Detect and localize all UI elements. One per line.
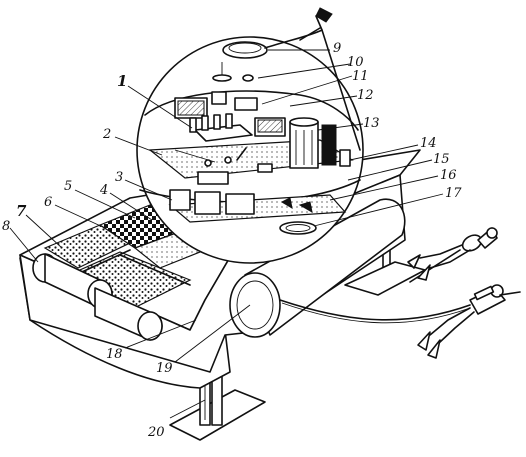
callout-7: 7 bbox=[16, 202, 27, 220]
callout-4: 4 bbox=[99, 183, 108, 198]
callout-12: 12 bbox=[357, 88, 374, 103]
callout-20: 20 bbox=[147, 425, 165, 440]
habitat-sphere bbox=[136, 7, 364, 264]
callout-1: 1 bbox=[117, 72, 127, 90]
callout-labels: 1 2 3 4 5 6 7 8 9 10 11 12 13 14 15 16 1… bbox=[2, 41, 462, 440]
callout-8: 8 bbox=[2, 219, 10, 234]
callout-5: 5 bbox=[64, 179, 72, 194]
callout-16: 16 bbox=[440, 168, 457, 183]
callout-11: 11 bbox=[352, 69, 369, 84]
callout-19: 19 bbox=[156, 361, 173, 376]
diver-lower bbox=[417, 284, 521, 359]
callout-18: 18 bbox=[106, 347, 123, 362]
callout-3: 3 bbox=[115, 170, 123, 185]
diver-upper bbox=[407, 227, 498, 281]
callout-14: 14 bbox=[420, 136, 437, 151]
callout-10: 10 bbox=[347, 55, 364, 70]
callout-9: 9 bbox=[333, 41, 341, 56]
callout-6: 6 bbox=[44, 195, 52, 210]
callout-2: 2 bbox=[102, 127, 111, 142]
callout-15: 15 bbox=[433, 152, 450, 167]
leader-lines bbox=[9, 49, 444, 419]
callout-13: 13 bbox=[363, 116, 380, 131]
callout-17: 17 bbox=[445, 186, 462, 201]
